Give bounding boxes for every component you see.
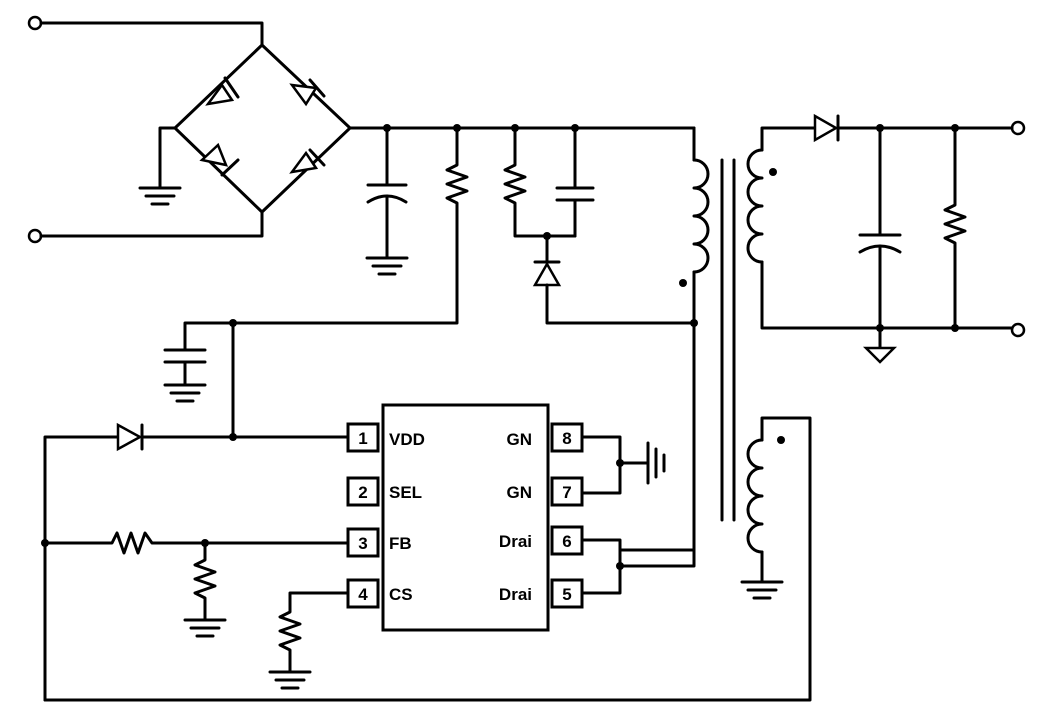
pin-number: 2	[358, 483, 367, 502]
ic-pin-5: 5 Drai	[499, 578, 584, 609]
pin-number: 8	[562, 429, 571, 448]
pin-label: FB	[389, 534, 412, 553]
pin-label: Drai	[499, 532, 532, 551]
pin-number: 7	[562, 483, 571, 502]
pin-label: Drai	[499, 585, 532, 604]
output-capacitor	[858, 126, 959, 364]
pin-number: 5	[562, 585, 571, 604]
feedback-network	[41, 531, 350, 638]
pin-label: SEL	[389, 483, 422, 502]
cs-resistor	[268, 591, 350, 690]
output-terminal-negative	[1010, 322, 1026, 338]
transformer-primary	[618, 126, 710, 552]
aux-diode	[43, 422, 350, 702]
pin-number: 1	[358, 429, 367, 448]
bridge-rectifier	[173, 43, 352, 214]
output-diode	[813, 113, 1014, 143]
controller-ic: 1 VDD 2 SEL 3 FB 4 CS 8 GN 7 GN	[346, 403, 584, 632]
bridge-ground	[138, 126, 182, 206]
ic-pin-8: 8 GN	[507, 422, 584, 453]
pin-number: 6	[562, 532, 571, 551]
ic-pin-6: 6 Drai	[499, 525, 584, 556]
ic-pin-2: 2 SEL	[346, 476, 422, 507]
ac-input-top	[27, 15, 264, 47]
pin-label: CS	[389, 585, 413, 604]
ic-pin-1: 1 VDD	[346, 422, 425, 453]
output-terminal-positive	[1010, 120, 1026, 136]
pin-label: GN	[507, 430, 533, 449]
ic-pin-3: 3 FB	[346, 527, 412, 558]
ic-drain-connection	[576, 538, 696, 595]
pin-number: 3	[358, 534, 367, 553]
vdd-capacitor	[163, 319, 237, 441]
load-resistor	[943, 126, 967, 330]
transformer-secondary	[746, 126, 1014, 330]
pin-number: 4	[358, 585, 368, 604]
transformer-core	[720, 158, 736, 522]
ic-pin-4: 4 CS	[346, 578, 413, 609]
ac-input-bottom	[27, 210, 264, 244]
auxiliary-winding	[43, 416, 812, 702]
startup-resistor	[231, 126, 469, 325]
pin-label: GN	[507, 483, 533, 502]
bulk-capacitor	[365, 126, 409, 276]
ic-ground-connection	[576, 435, 666, 495]
ic-pin-7: 7 GN	[507, 476, 584, 507]
pin-label: VDD	[389, 430, 425, 449]
snubber-network	[503, 126, 696, 325]
